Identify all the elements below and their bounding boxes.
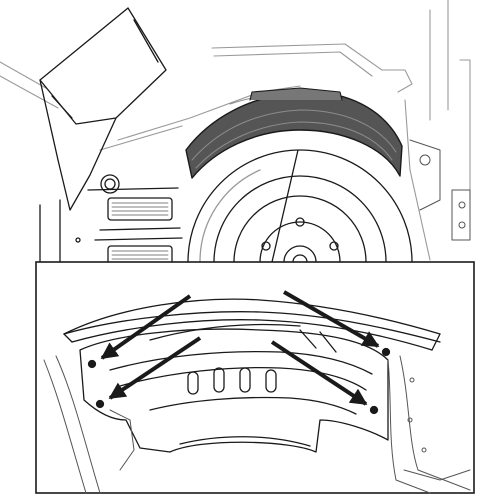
pointer-arrow-lower-left bbox=[108, 336, 202, 400]
suspension-parts bbox=[409, 139, 471, 241]
inset-left-panel bbox=[43, 355, 135, 494]
clip-fastener-group bbox=[87, 347, 391, 415]
detail-inset bbox=[35, 261, 475, 494]
bumper-area bbox=[39, 187, 183, 262]
pointer-arrow-upper-left bbox=[100, 294, 192, 360]
vehicle-overview bbox=[0, 0, 471, 262]
clip-fastener-upper-right bbox=[381, 347, 391, 357]
grille-mesh bbox=[111, 202, 169, 260]
clip-fastener-lower-right bbox=[369, 405, 379, 415]
round-cap bbox=[100, 174, 120, 194]
callout-arrows bbox=[100, 290, 380, 406]
leader-line bbox=[271, 149, 299, 263]
clip-fastener-lower-left bbox=[95, 399, 105, 409]
pointer-arrow-upper-right bbox=[283, 290, 380, 348]
pointer-arrow-lower-right bbox=[270, 340, 368, 406]
wheel-arch-liner bbox=[185, 87, 403, 179]
liner-body bbox=[79, 323, 389, 453]
inset-right-panel bbox=[387, 355, 471, 494]
hood-panel bbox=[39, 7, 167, 211]
clip-fastener-upper-left bbox=[87, 359, 97, 369]
liner-flange bbox=[63, 298, 441, 351]
wheel bbox=[187, 149, 413, 262]
